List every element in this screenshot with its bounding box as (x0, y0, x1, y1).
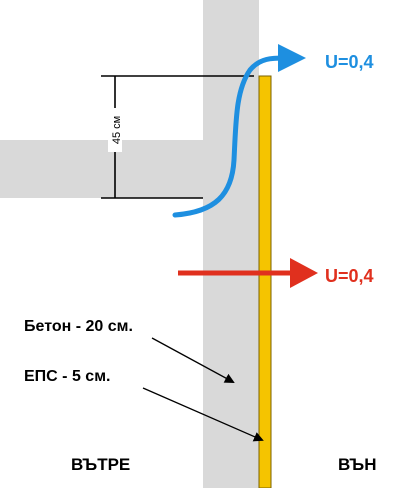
eps-leader-arrow (142, 387, 264, 442)
eps-label: ЕПС - 5 см. (24, 368, 110, 385)
dimension-label: 45 см (111, 116, 123, 144)
heat-flow-right-label: U=0,4 (325, 266, 374, 286)
heat-flow-curve-arrowhead (278, 44, 306, 72)
concrete-wall (203, 0, 259, 488)
concrete-label: Бетон - 20 см. (24, 318, 133, 335)
heat-flow-curve-arrow (172, 55, 288, 218)
outside-label: ВЪН (338, 455, 377, 474)
inside-label: ВЪТРЕ (71, 455, 130, 474)
heat-flow-straight-arrowhead (290, 258, 318, 288)
eps-insulation-layer (258, 75, 272, 488)
concrete-leader-arrow (151, 337, 235, 383)
floor-slab (0, 140, 259, 198)
dimension-label-bg (108, 108, 122, 152)
heat-flow-top-label: U=0,4 (325, 52, 374, 72)
